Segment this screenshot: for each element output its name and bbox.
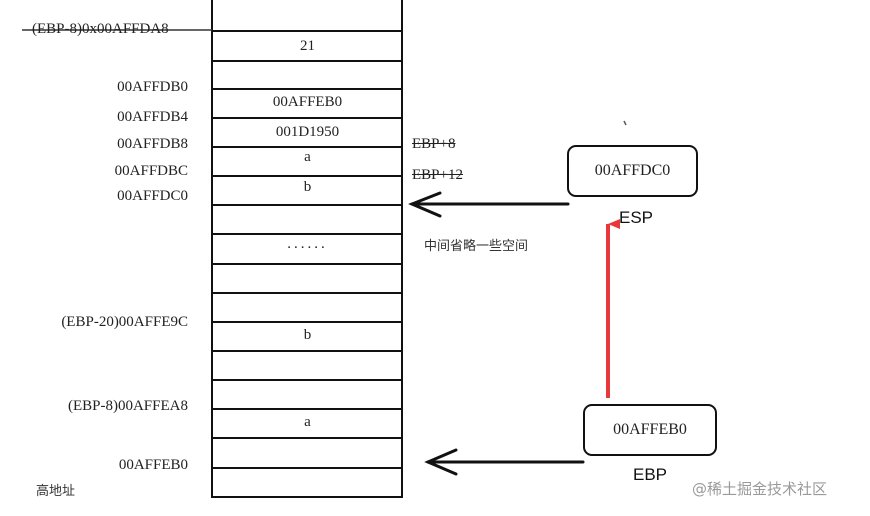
address-label: 00AFFDB4 bbox=[117, 109, 188, 125]
ebp-value-box: 00AFFEB0 bbox=[583, 404, 717, 456]
stack-cell: a bbox=[304, 149, 311, 165]
esp-arrow-head bbox=[408, 191, 442, 218]
ebp-value: 00AFFEB0 bbox=[613, 421, 687, 438]
top-address-label: (EBP-8)0x00AFFDA8 bbox=[32, 21, 169, 37]
address-label: 00AFFDC0 bbox=[117, 188, 188, 204]
stack-cell: b bbox=[303, 179, 312, 195]
esp-arrow bbox=[408, 191, 570, 218]
stack-dividers bbox=[212, 30, 402, 469]
address-label: 00AFFEB0 bbox=[118, 457, 188, 473]
stack-cell: a bbox=[304, 414, 311, 430]
stack-cell-ellipsis: ...... bbox=[287, 236, 328, 252]
high-address-label: 高地址 bbox=[36, 484, 76, 499]
stack-cell: 00AFFEB0 bbox=[272, 94, 343, 110]
stack-cell: 21 bbox=[300, 38, 315, 54]
offset-label: EBP+8 bbox=[412, 136, 456, 152]
ebp-arrow-head bbox=[424, 448, 458, 476]
esp-value-box: 00AFFDC0 bbox=[567, 145, 698, 197]
watermark: @稀土掘金技术社区 bbox=[692, 480, 828, 498]
address-label: (EBP-8)00AFFEA8 bbox=[67, 398, 188, 414]
tick-mark bbox=[623, 120, 627, 126]
address-label: 00AFFDBC bbox=[114, 163, 188, 179]
ebp-label: EBP bbox=[633, 465, 668, 484]
address-label: (EBP-20)00AFFE9C bbox=[61, 314, 188, 330]
esp-value: 00AFFDC0 bbox=[594, 162, 671, 179]
address-label: 00AFFDB0 bbox=[117, 79, 188, 95]
esp-label: ESP bbox=[619, 208, 654, 227]
address-label: 00AFFDB8 bbox=[117, 136, 188, 152]
stack-cell: b bbox=[303, 327, 312, 343]
stack-cell: 001D1950 bbox=[275, 124, 340, 140]
stack-column bbox=[211, 0, 403, 498]
omitted-space-note: 中间省略一些空间 bbox=[424, 239, 529, 254]
offset-label: EBP+12 bbox=[412, 167, 463, 183]
ebp-arrow bbox=[424, 448, 585, 476]
